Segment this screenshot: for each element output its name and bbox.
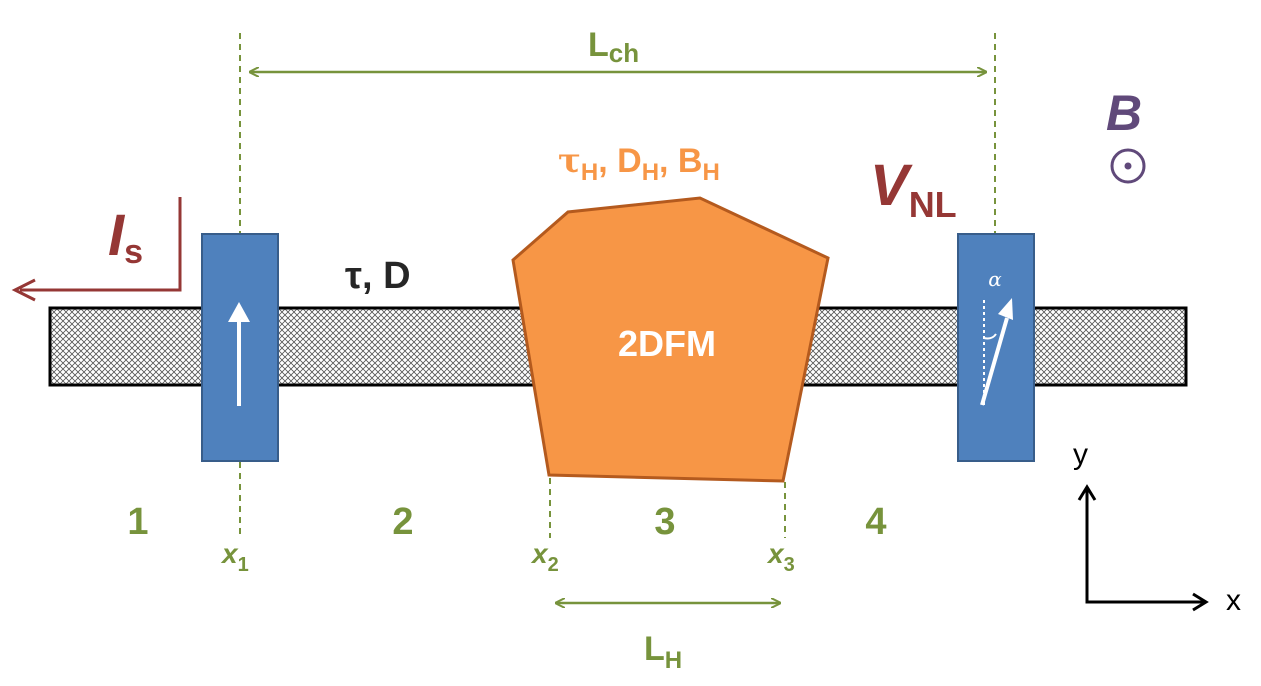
dashed-markers [239,33,996,538]
ferromagnet-label: 2DFM [618,323,716,364]
region-3-label: 3 [654,501,675,543]
ferromagnet-params-label: τH, DH, BH [558,141,720,186]
spin-current-label: Is [108,203,143,271]
region-2-label: 2 [392,501,413,543]
detector-magnetization-arrow [980,298,1013,406]
x2-label: x2 [530,538,559,576]
channel-length-label: Lch [588,26,639,68]
axis-y-label: y [1073,438,1088,471]
x3-label: x3 [766,538,795,576]
channel-params-label: τ, D [345,255,411,297]
nonlocal-voltage-label: VNL [870,153,957,225]
detector-electrode [957,233,1035,462]
injector-magnetization-arrow [228,302,250,406]
region-1-label: 1 [127,501,148,543]
fm-length-label: LH [644,630,682,674]
spin-current-arrow [11,197,182,302]
coordinate-axes [1077,484,1209,612]
x1-label: x1 [220,538,249,576]
field-label: B [1106,85,1142,141]
region-4-label: 4 [865,501,886,543]
axis-x-label: x [1226,584,1241,617]
angle-label: α [988,267,1002,291]
field-out-of-plane-icon [1110,148,1146,184]
ferromagnet-flake [511,196,830,483]
